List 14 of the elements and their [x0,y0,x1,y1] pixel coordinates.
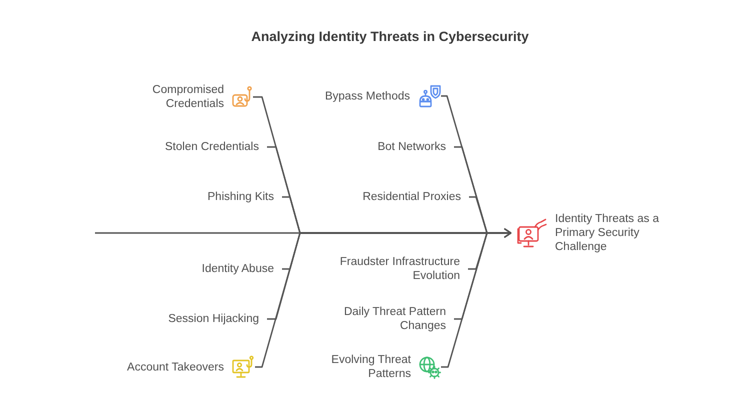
category-label: Account Takeovers [127,360,224,374]
category-label: Compromised Credentials [151,83,224,111]
category-label: Bypass Methods [324,89,410,103]
cause-label: Phishing Kits [208,190,274,204]
diagram-title: Analyzing Identity Threats in Cybersecurity [251,28,529,46]
cause-label: Fraudster Infrastructure Evolution [338,255,460,283]
category-label: Evolving Threat Patterns [330,353,411,381]
cause-label: Bot Networks [378,140,446,154]
cause-label: Identity Abuse [202,262,274,276]
effect-label: Identity Threats as a Primary Security Challenge [555,212,660,254]
cause-label: Stolen Credentials [165,140,259,154]
cause-label: Residential Proxies [362,190,461,204]
cause-label: Daily Threat Pattern Changes [342,305,446,333]
cause-label: Session Hijacking [168,312,259,326]
